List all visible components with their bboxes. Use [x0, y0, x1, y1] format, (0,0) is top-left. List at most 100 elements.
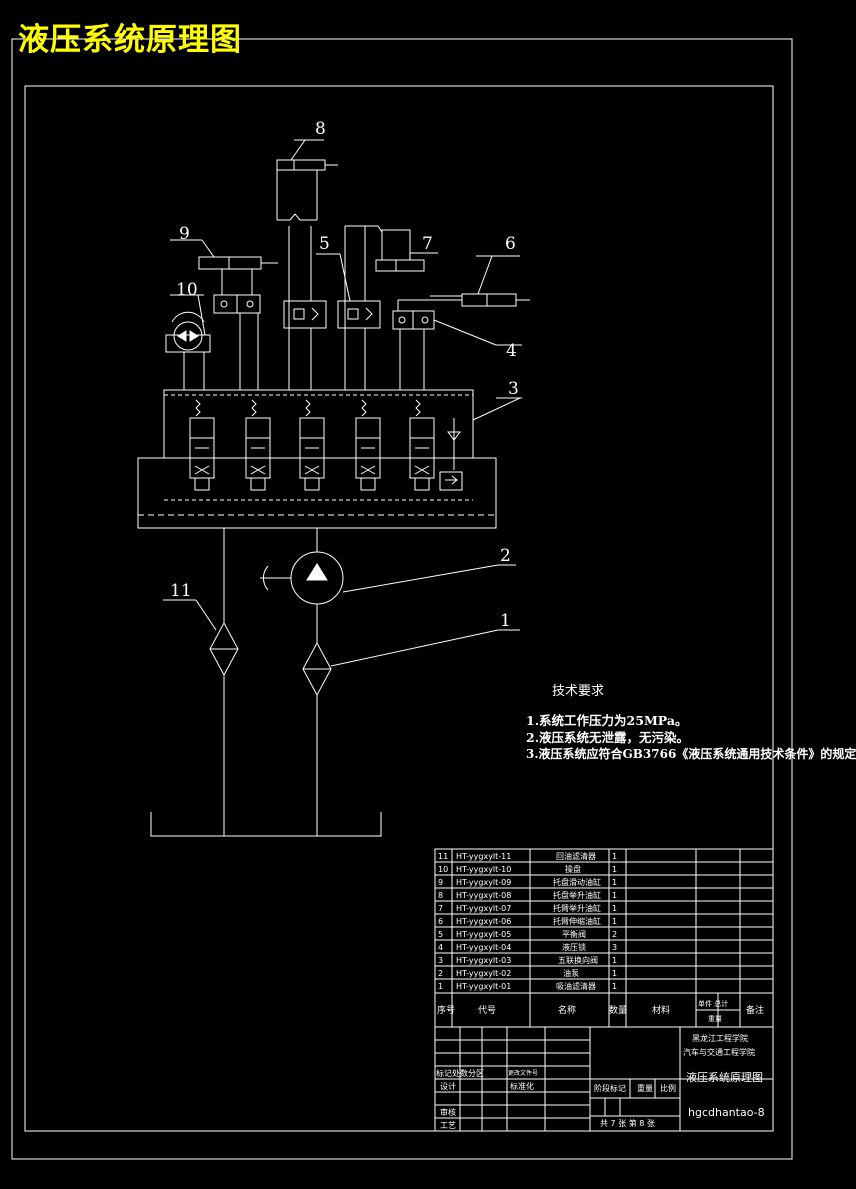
cylinder-8: [276, 139, 338, 221]
leader-lines: [316, 252, 522, 399]
part-code: HT-yygxylt-04: [456, 943, 512, 952]
drawing-code: hgcdhantao-8: [688, 1106, 765, 1119]
callout-8: 8: [315, 119, 326, 139]
part-no: 6: [438, 917, 444, 926]
part-no: 1: [438, 982, 444, 991]
technical-requirements: 技术要求 1.系统工作压力为25MPa。 2.液压系统无泄露，无污染。 3.液压…: [526, 683, 856, 763]
college-name: 汽车与交通工程学院: [683, 1048, 755, 1057]
part-code: HT-yygxylt-09: [456, 878, 512, 887]
stage-mark-label: 阶段标记: [594, 1084, 626, 1093]
part-code: HT-yygxylt-05: [456, 930, 512, 939]
part-no: 8: [438, 891, 444, 900]
part-qty: 3: [612, 943, 618, 952]
part-code: HT-yygxylt-01: [456, 982, 512, 991]
cylinder-7: [375, 229, 438, 272]
tank: [150, 812, 382, 837]
process-label: 工艺: [440, 1121, 456, 1130]
suction-filter-1: [302, 629, 520, 836]
revision-marks: 标记处数分区: [436, 1069, 484, 1078]
balance-valve-b: [337, 300, 381, 329]
part-code: HT-yygxylt-06: [456, 917, 512, 926]
part-code: HT-yygxylt-08: [456, 891, 512, 900]
balance-valve-a: [283, 300, 327, 329]
part-qty: 1: [612, 917, 618, 926]
weight-label: 重量: [637, 1084, 653, 1093]
part-code: HT-yygxylt-11: [456, 852, 512, 861]
part-code: HT-yygxylt-03: [456, 956, 512, 965]
part-qty: 1: [612, 969, 618, 978]
part-no: 11: [438, 852, 449, 861]
callout-10: 10: [176, 280, 198, 300]
directional-valve-3: [137, 389, 521, 529]
design-label: 设计: [440, 1082, 456, 1091]
header-name: 名称: [558, 1006, 577, 1016]
part-qty: 2: [612, 930, 618, 939]
lock-valve-9: [213, 269, 261, 314]
tech-item-1: 1.系统工作压力为25MPa。: [526, 713, 688, 728]
inner-frame: [24, 85, 774, 1132]
part-qty: 1: [612, 904, 618, 913]
part-name: 托臂举升油缸: [553, 904, 601, 913]
part-name: 液压锁: [562, 943, 586, 952]
standardize-label: 标准化: [510, 1082, 534, 1091]
sheet-count: 共 7 张 第 8 张: [600, 1119, 655, 1128]
cylinder-6: [461, 255, 530, 307]
part-name: 五联换向阀: [558, 956, 598, 965]
part-no: 7: [438, 904, 444, 913]
part-name: 托盘滑动油缸: [553, 878, 601, 887]
cylinder-9: [170, 239, 278, 270]
callout-7: 7: [422, 234, 433, 254]
header-no: 序号: [437, 1006, 456, 1016]
callout-4: 4: [506, 341, 517, 361]
parts-table-grid: [434, 848, 774, 1132]
callout-5: 5: [319, 234, 330, 254]
part-no: 3: [438, 956, 444, 965]
part-no: 2: [438, 969, 444, 978]
callout-1: 1: [500, 611, 511, 631]
hydraulic-motor-10: [165, 294, 211, 353]
callout-6: 6: [505, 234, 516, 254]
part-name: 平衡阀: [562, 930, 586, 939]
part-qty: 1: [612, 982, 618, 991]
callout-11: 11: [170, 581, 192, 601]
part-name: 托盘举升油缸: [553, 891, 601, 900]
review-label: 审核: [440, 1108, 456, 1117]
header-material: 材料: [652, 1006, 671, 1016]
header-unit-weight: 单件 总计: [698, 1000, 729, 1008]
header-code: 代号: [478, 1006, 497, 1016]
tech-item-2: 2.液压系统无泄露，无污染。: [526, 730, 690, 745]
spool-valves: [189, 399, 435, 491]
part-no: 9: [438, 878, 444, 887]
callout-9: 9: [179, 224, 190, 244]
change-file-no: 更改文件号: [508, 1070, 539, 1077]
part-qty: 1: [612, 852, 618, 861]
header-qty: 数量: [609, 1006, 628, 1016]
part-code: HT-yygxylt-07: [456, 904, 512, 913]
part-name: 操盘: [565, 865, 581, 874]
part-name: 吸油滤清器: [556, 982, 596, 991]
part-qty: 1: [612, 865, 618, 874]
part-name: 托臂伸缩油缸: [553, 917, 601, 926]
return-filter-11: [163, 528, 239, 836]
drawing-title: 液压系统原理图: [18, 22, 242, 58]
part-name: 油泵: [563, 969, 579, 978]
part-no: 10: [438, 865, 449, 874]
pipes-upper: [183, 225, 425, 390]
header-remark: 备注: [746, 1006, 765, 1016]
institution-name: 黑龙江工程学院: [692, 1034, 748, 1043]
drawing-name: 液压系统原理图: [686, 1071, 763, 1084]
callout-2: 2: [500, 546, 511, 566]
part-qty: 1: [612, 891, 618, 900]
outer-frame: [11, 38, 793, 1160]
lock-valve-4: [392, 295, 522, 346]
part-name: 回油滤清器: [556, 852, 596, 861]
tech-item-3: 3.液压系统应符合GB3766《液压系统通用技术条件》的规定: [526, 747, 856, 761]
part-qty: 1: [612, 956, 618, 965]
pump-2: [260, 528, 516, 643]
part-code: HT-yygxylt-02: [456, 969, 512, 978]
header-weight: 重量: [708, 1015, 722, 1023]
callout-3: 3: [508, 379, 519, 399]
part-qty: 1: [612, 878, 618, 887]
part-no: 4: [438, 943, 444, 952]
